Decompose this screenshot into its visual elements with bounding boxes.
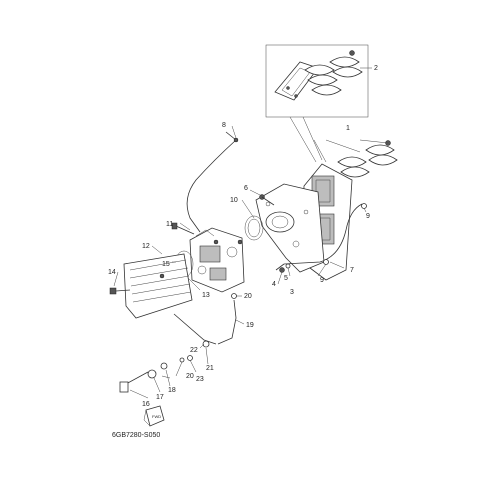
callout-19: 19 bbox=[246, 322, 254, 329]
callout-7: 7 bbox=[350, 267, 354, 274]
carburetor bbox=[189, 227, 245, 293]
callout-3: 3 bbox=[290, 289, 294, 296]
callout-1: 1 bbox=[346, 125, 350, 132]
fuel-hose bbox=[283, 203, 363, 265]
gasket bbox=[244, 215, 264, 241]
callout-11: 11 bbox=[166, 221, 173, 228]
bolt-11 bbox=[171, 222, 195, 235]
callout-14: 14 bbox=[108, 269, 116, 276]
callout-16: 16 bbox=[142, 401, 150, 408]
reed-petals bbox=[304, 56, 363, 96]
callout-17: 17 bbox=[156, 394, 164, 401]
callout-18: 18 bbox=[168, 387, 176, 394]
diagram-code: 6GB7280-S050 bbox=[112, 432, 160, 439]
callout-15: 15 bbox=[162, 261, 170, 268]
callout-13: 13 bbox=[202, 292, 210, 299]
fwd-marker: FWD bbox=[143, 405, 165, 427]
callout-4: 4 bbox=[272, 281, 276, 288]
callout-20a: 20 bbox=[244, 293, 252, 300]
callout-22: 22 bbox=[190, 347, 198, 354]
callout-2: 2 bbox=[374, 65, 378, 72]
callout-9b: 9 bbox=[320, 277, 324, 284]
callout-12: 12 bbox=[142, 243, 150, 250]
throttle-cable bbox=[186, 139, 237, 233]
callout-23: 23 bbox=[196, 376, 204, 383]
callout-9a: 9 bbox=[366, 213, 370, 220]
callout-8: 8 bbox=[222, 122, 226, 129]
callout-20b: 20 bbox=[186, 373, 194, 380]
screw-icon bbox=[349, 50, 355, 56]
callout-6: 6 bbox=[244, 185, 248, 192]
reed-valve-inset bbox=[265, 44, 369, 163]
callout-21: 21 bbox=[206, 365, 214, 372]
intake-manifold bbox=[255, 183, 325, 273]
callout-labels: 1 2 3 4 5 6 7 8 9 9 10 11 12 13 14 15 16… bbox=[108, 65, 378, 408]
callout-10: 10 bbox=[230, 197, 238, 204]
callout-5: 5 bbox=[284, 275, 288, 282]
leader-lines bbox=[113, 67, 372, 399]
drain-screw-parts bbox=[119, 340, 210, 393]
silencer bbox=[123, 253, 193, 319]
bolt-6 bbox=[259, 194, 275, 206]
bolt-14 bbox=[109, 287, 131, 295]
hose-19 bbox=[217, 299, 237, 345]
fwd-label: FWD bbox=[152, 414, 161, 419]
